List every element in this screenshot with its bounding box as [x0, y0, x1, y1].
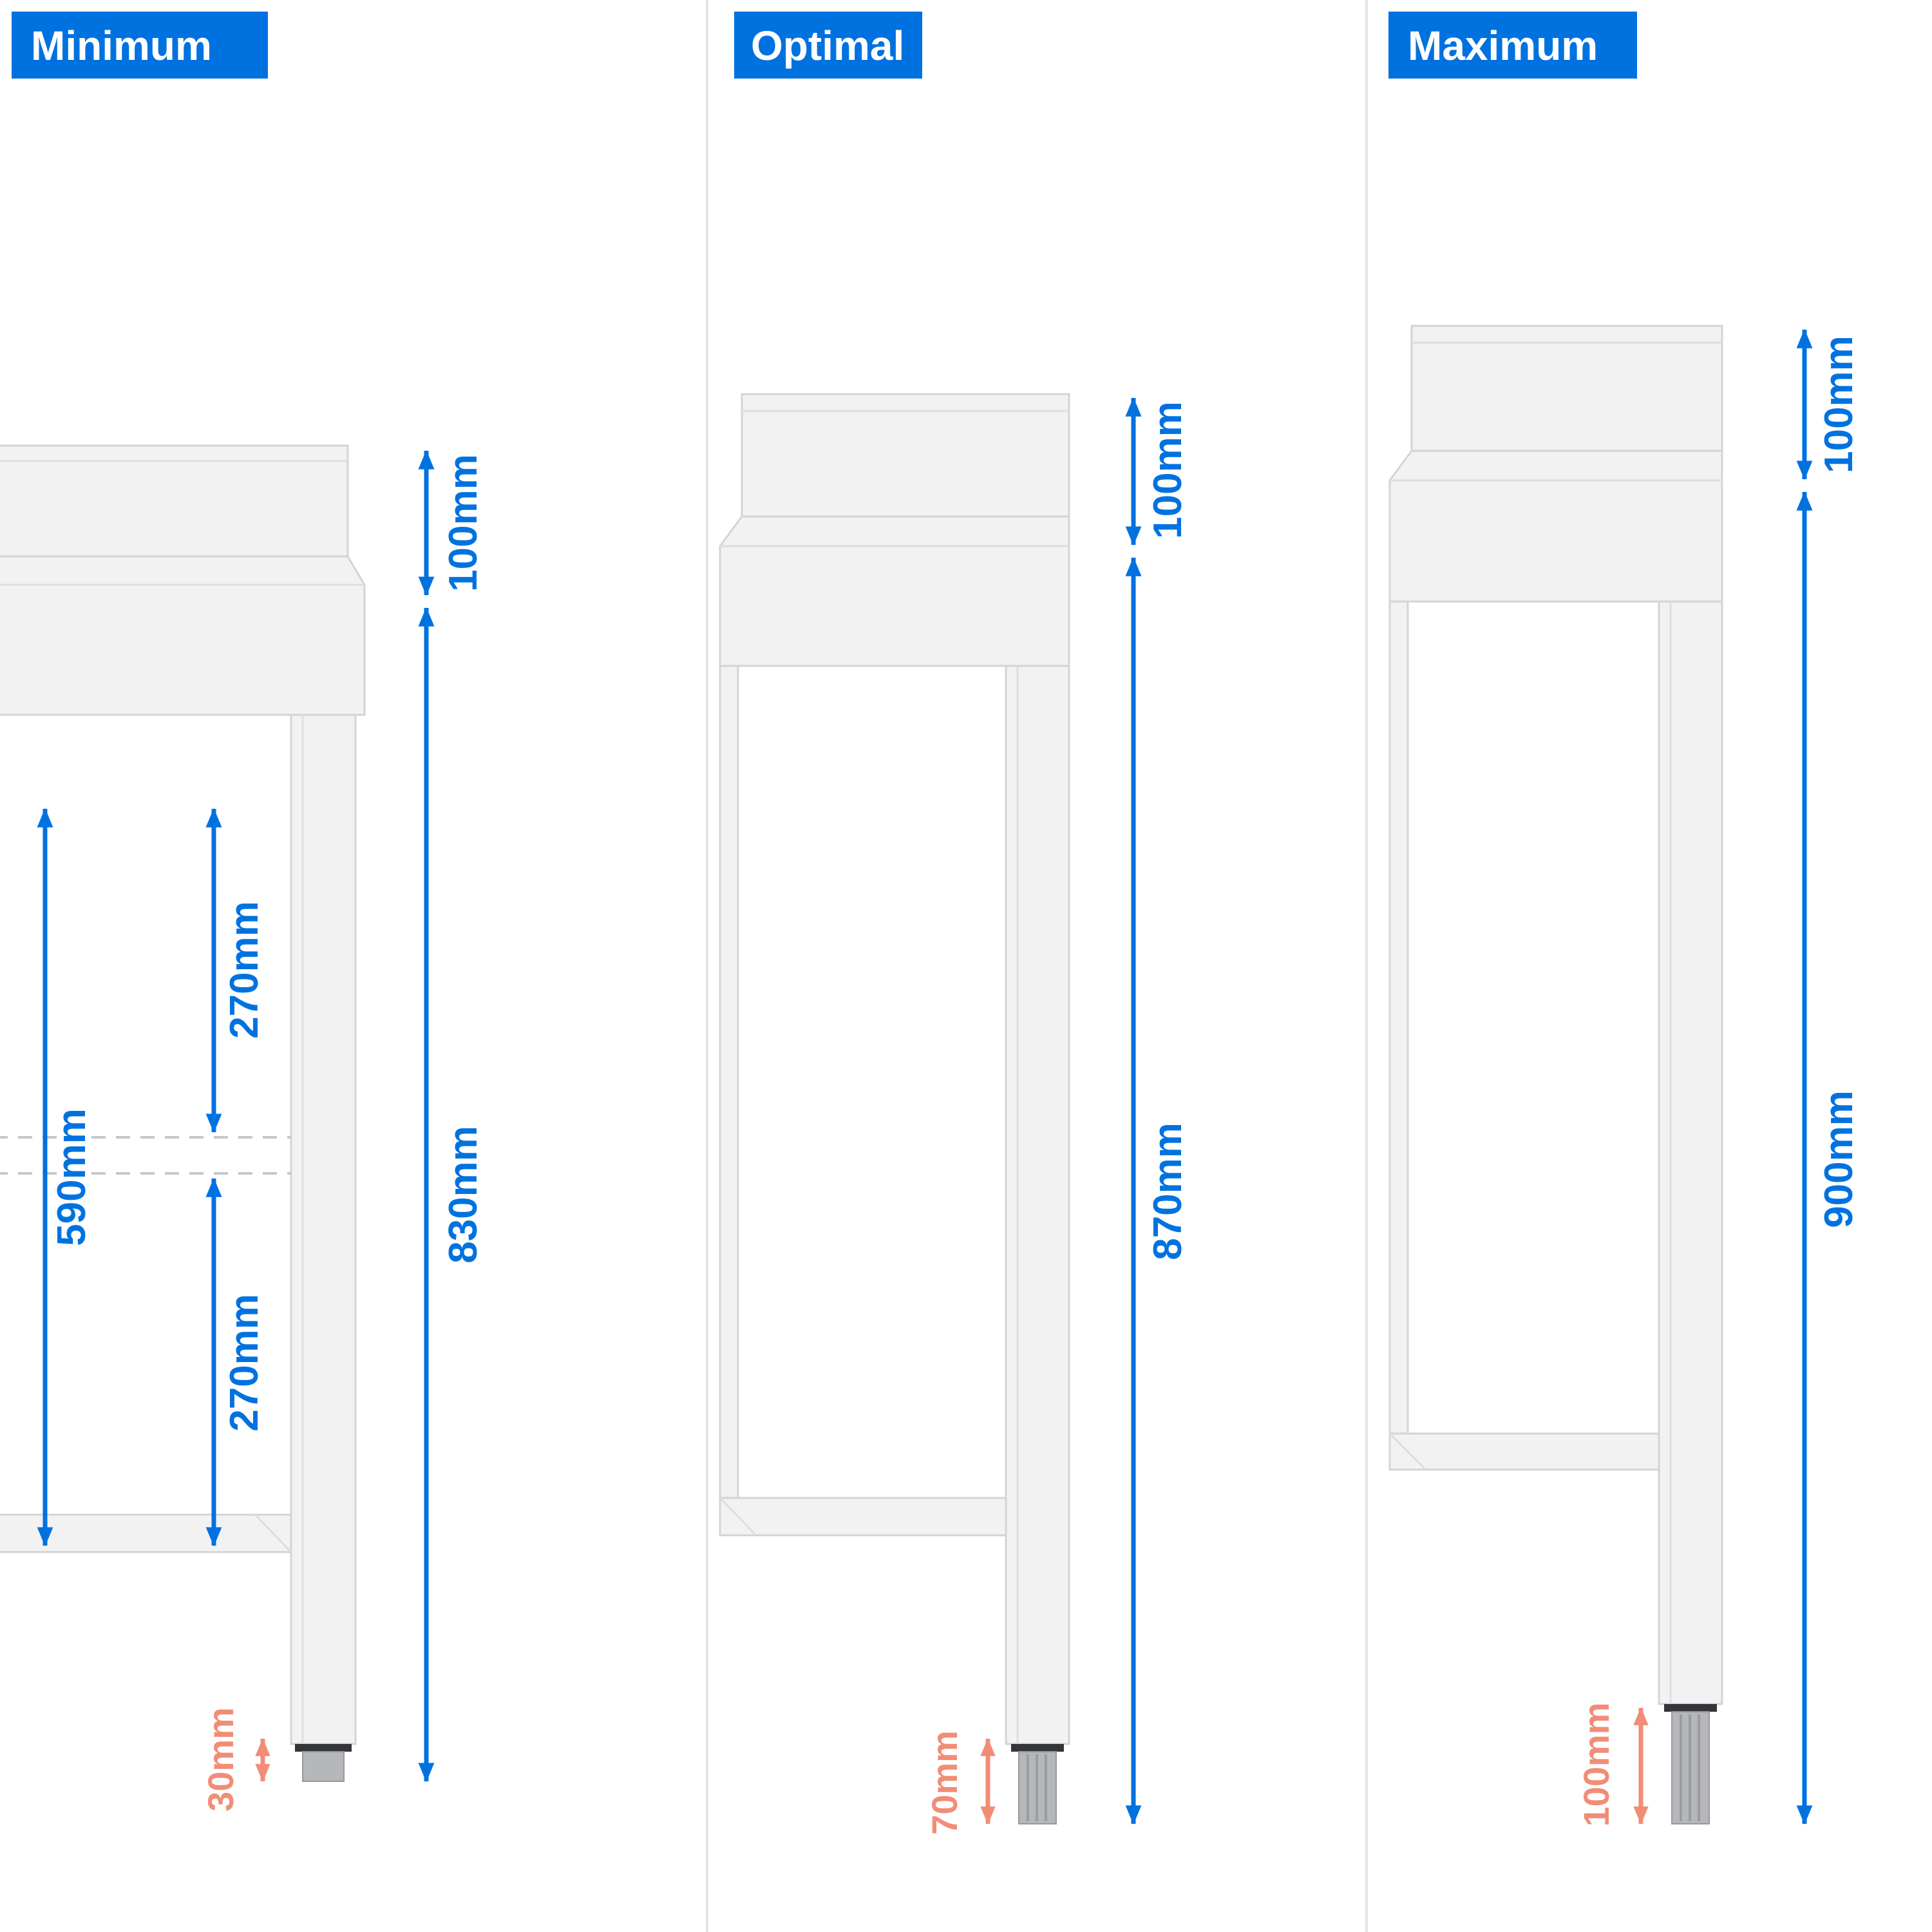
table-leg	[1658, 600, 1723, 1705]
dim-label-foot: 70mm	[924, 1730, 965, 1835]
dim-label-backsplash: 100mm	[441, 454, 486, 592]
dim-label-backsplash: 100mm	[1146, 401, 1190, 539]
dim-label-total-height: 900mm	[1817, 1090, 1861, 1228]
dimension-backsplash-maximum: 100mm	[1796, 328, 1861, 480]
dimension-foot-minimum: 30mm	[200, 1707, 270, 1812]
dimension-total-height-optimal: 870mm	[1125, 556, 1190, 1825]
table-back-edge	[1388, 600, 1409, 1471]
dimension-total-height-maximum: 900mm	[1796, 491, 1861, 1825]
table-drawing-minimum	[0, 444, 366, 1782]
table-backsplash	[0, 444, 349, 558]
header-title-maximum: Maximum	[1408, 23, 1598, 69]
dim-label-backsplash: 100mm	[1817, 336, 1861, 473]
foot-cap	[295, 1744, 352, 1752]
dim-label-foot: 100mm	[1576, 1702, 1616, 1826]
dim-label-total-height: 830mm	[441, 1126, 486, 1264]
table-backsplash	[741, 393, 1070, 518]
table-backsplash	[1410, 325, 1723, 452]
dim-label-total-height: 870mm	[1146, 1122, 1190, 1260]
panel-minimum: Minimum 100mm 830mm 590mm	[0, 12, 486, 1812]
table-leg	[290, 714, 357, 1745]
dim-label-foot: 30mm	[200, 1707, 241, 1812]
undershelf-fold-line	[254, 1513, 292, 1553]
table-drawing-maximum	[1388, 325, 1723, 1824]
undershelf-fold-line	[1388, 1432, 1427, 1471]
dim-label-shelf-upper: 270mm	[222, 901, 267, 1039]
dimension-foot-maximum: 100mm	[1576, 1702, 1649, 1827]
dimension-foot-optimal: 70mm	[924, 1730, 996, 1835]
dimension-inner-clearance-minimum: 590mm	[37, 808, 94, 1547]
header-badge-minimum	[12, 12, 268, 79]
foot-cap	[1664, 1704, 1717, 1712]
dimension-shelf-upper-minimum: 270mm	[205, 808, 267, 1133]
header-title-minimum: Minimum	[31, 23, 212, 69]
header-title-optimal: Optimal	[751, 23, 904, 69]
dimension-total-height-minimum: 830mm	[418, 607, 486, 1783]
foot-cap	[1011, 1744, 1064, 1752]
dimension-shelf-lower-minimum: 270mm	[205, 1177, 267, 1547]
dimension-backsplash-optimal: 100mm	[1125, 397, 1190, 546]
table-top	[0, 555, 366, 716]
table-top	[719, 515, 1070, 667]
table-drawing-optimal	[719, 393, 1070, 1824]
panel-maximum: Maximum 100mm 900mm 100mm	[1388, 12, 1861, 1827]
dimension-backsplash-minimum: 100mm	[418, 450, 486, 596]
panel-optimal: Optimal 100mm 870mm 70mm	[719, 12, 1190, 1835]
header-badge-maximum	[1388, 12, 1637, 79]
dim-label-shelf-lower: 270mm	[222, 1294, 267, 1432]
header-badge-optimal	[734, 12, 922, 79]
adjustable-foot	[302, 1751, 345, 1782]
dim-label-inner-clearance: 590mm	[50, 1108, 94, 1246]
table-back-edge	[719, 665, 739, 1499]
table-top	[1388, 450, 1723, 603]
table-leg	[1005, 665, 1070, 1745]
undershelf-fold-line	[719, 1497, 757, 1537]
